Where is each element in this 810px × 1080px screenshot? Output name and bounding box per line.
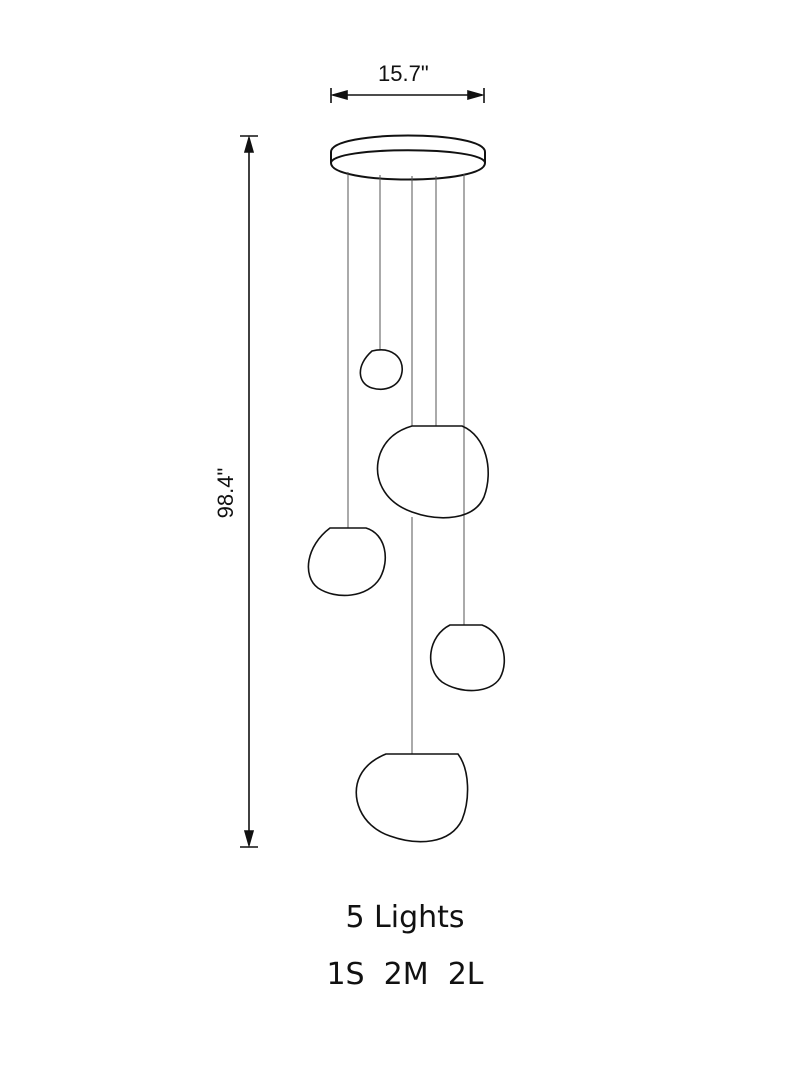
height-dimension-line — [240, 135, 258, 848]
medium-globe-right — [429, 624, 506, 692]
size-breakdown-caption: 1S 2M 2L — [326, 957, 484, 992]
medium-globe-left — [307, 527, 387, 597]
small-globe — [359, 349, 403, 390]
width-label: 15.7" — [378, 61, 429, 86]
large-globe-upper — [376, 425, 489, 519]
suspension-cords — [347, 172, 465, 754]
light-count-caption: 5 Lights — [345, 900, 465, 935]
height-label: 98.4" — [213, 467, 238, 519]
large-globe-lower — [355, 753, 469, 843]
ceiling-canopy — [330, 134, 486, 181]
width-dimension-line — [330, 88, 485, 103]
